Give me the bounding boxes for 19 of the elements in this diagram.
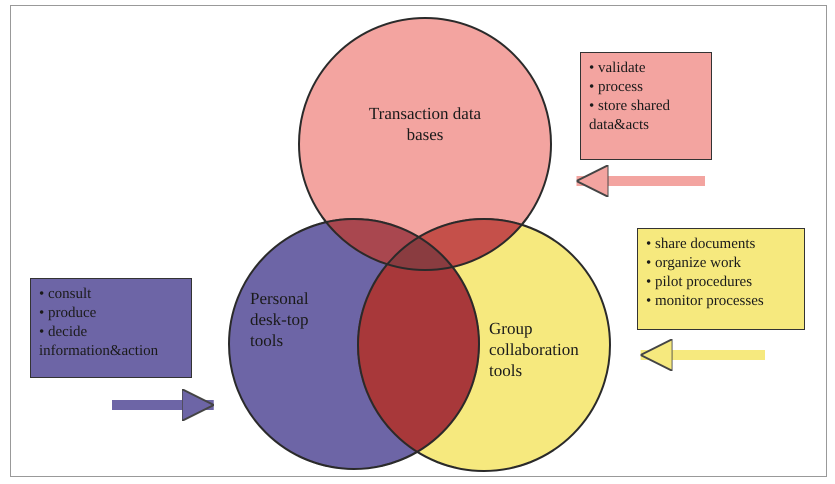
note-box — [30, 278, 192, 378]
bullet-item: • consult — [39, 285, 92, 304]
bullet-item: • process — [589, 78, 644, 97]
arrow — [576, 164, 705, 198]
note-box — [637, 228, 805, 330]
bullet-item: • validate — [589, 59, 646, 78]
circle-label: Transaction data bases — [368, 103, 482, 145]
bullet-item: • organize work — [646, 254, 742, 273]
bullet-item: • share documents — [646, 235, 756, 254]
note-box — [580, 52, 712, 160]
bullet-item: • store shared data&acts — [589, 97, 672, 135]
arrow — [640, 338, 765, 372]
circle-label: Group collaboration tools — [489, 318, 580, 381]
circle-label: Personal desk-top tools — [250, 288, 310, 351]
bullet-item: • pilot procedures — [646, 273, 754, 292]
arrow — [112, 388, 215, 422]
bullet-item: • monitor processes — [646, 292, 765, 311]
bullet-item: • decide information&action — [39, 323, 160, 361]
bullet-item: • produce — [39, 304, 98, 323]
